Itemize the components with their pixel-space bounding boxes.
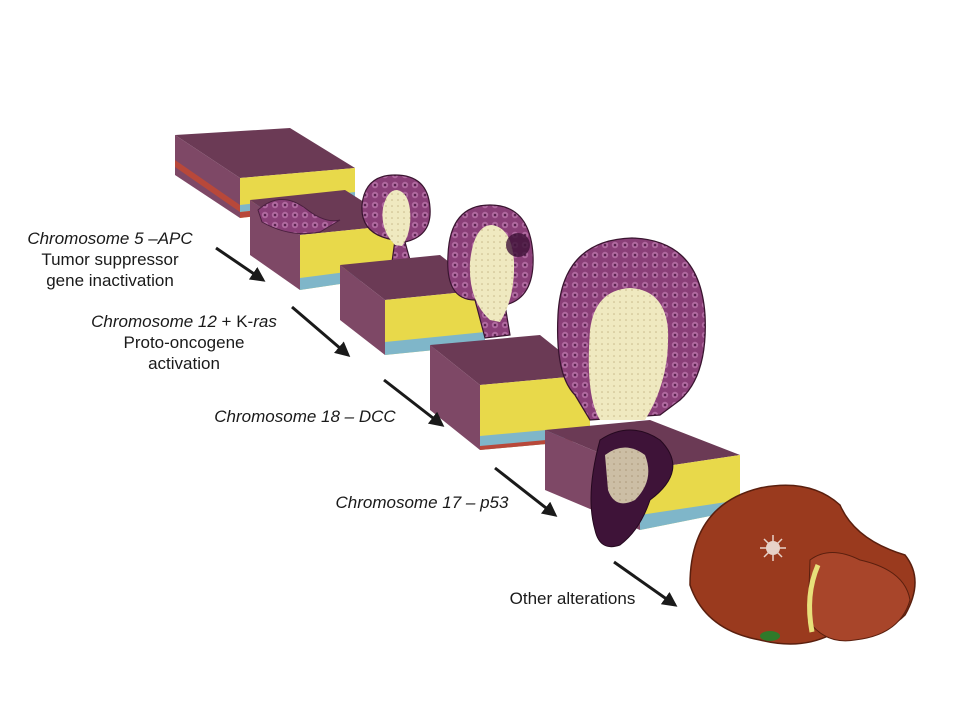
label-step-5: Other alterations	[509, 589, 636, 608]
label-step-3: Chromosome 18 – DCC	[214, 407, 396, 426]
label-step-2-line3: activation	[148, 354, 220, 373]
tissue-block-intermediate-adenoma	[340, 204, 534, 355]
label-step-1: Chromosome 5 –APC Tumor suppressor gene …	[10, 228, 210, 291]
label-step-2: Chromosome 12 + K-ras Proto-oncogene act…	[78, 311, 290, 374]
label-step-1-line3: gene inactivation	[46, 271, 174, 290]
label-step-1-line1: Chromosome 5 –APC	[27, 229, 193, 248]
arrow-step-5	[613, 560, 678, 607]
label-step-2-line2: Proto-oncogene	[123, 333, 245, 352]
label-step-4: Chromosome 17 – p53	[335, 493, 509, 512]
label-step-2-line1: Chromosome 12 + K-ras	[91, 312, 277, 331]
arrow-step-3	[383, 378, 445, 427]
arrow-step-2	[291, 305, 351, 357]
arrow-step-1	[215, 246, 266, 282]
liver-illustration	[689, 484, 916, 645]
label-step-1-line2: Tumor suppressor	[41, 250, 179, 269]
arrow-step-4	[494, 466, 558, 517]
tissue-block-late-adenoma	[430, 237, 706, 450]
tissue-block-carcinoma	[545, 420, 740, 548]
